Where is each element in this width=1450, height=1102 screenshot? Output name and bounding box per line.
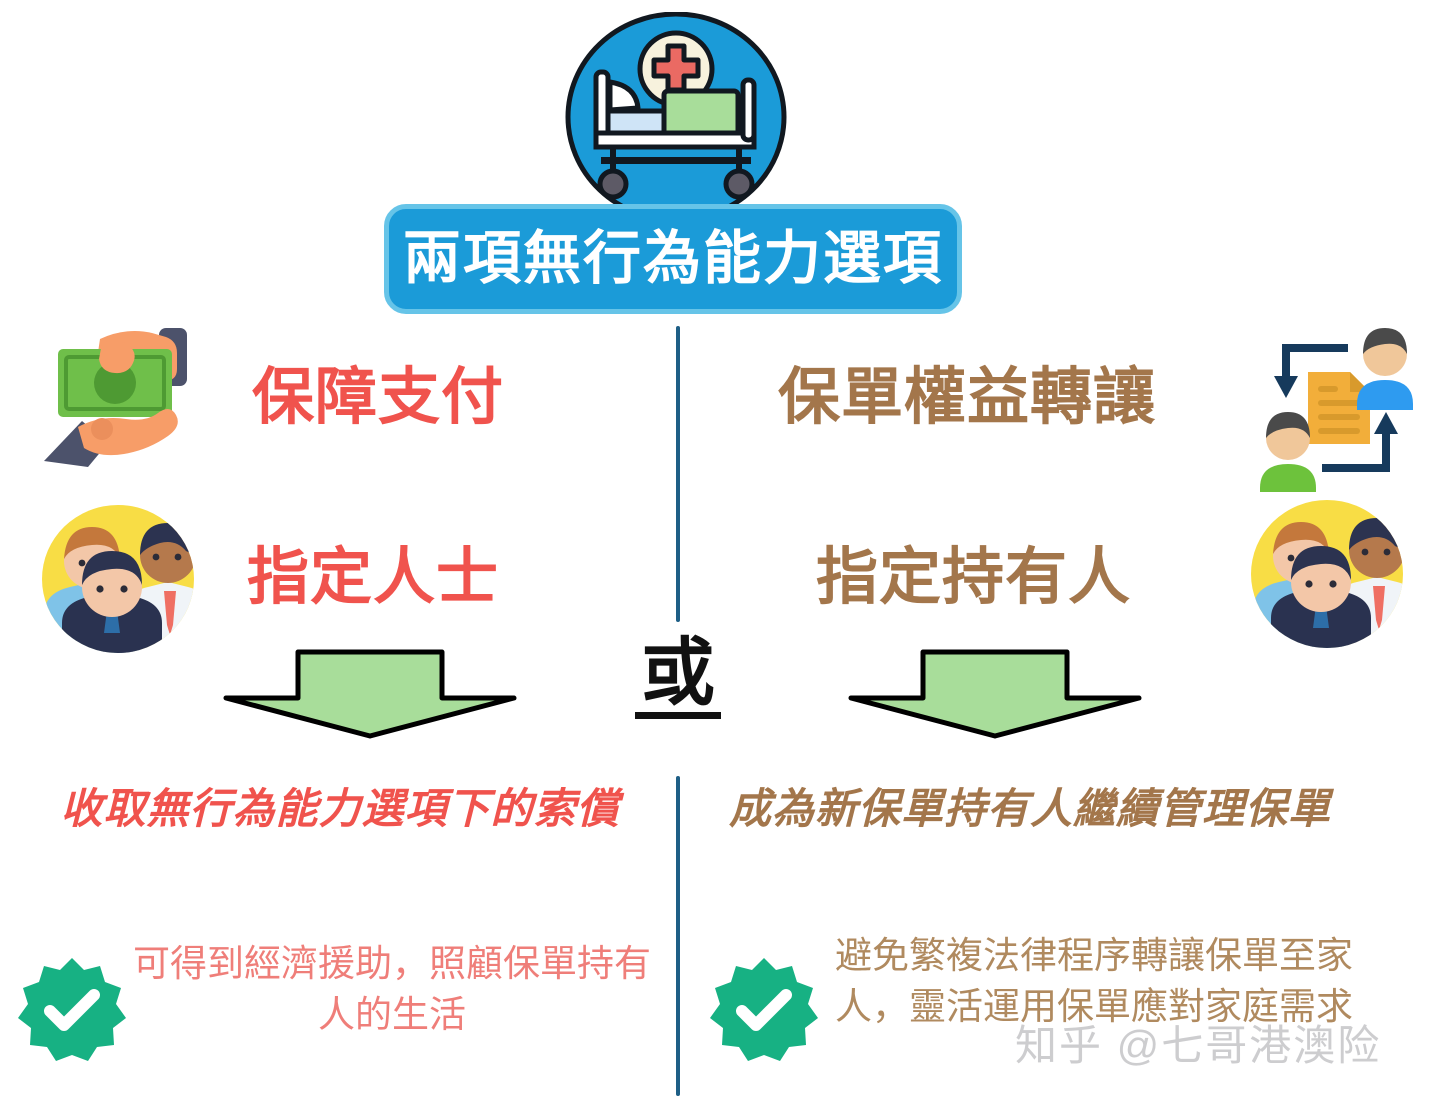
or-label: 或 — [641, 631, 715, 714]
policy-transfer-icon — [1252, 322, 1432, 492]
page-title: 兩項無行為能力選項 — [402, 226, 943, 291]
right-heading-2: 指定持有人 — [816, 543, 1132, 612]
verified-check-seal-icon — [18, 956, 126, 1064]
people-group-icon — [36, 503, 201, 653]
left-heading-1: 保障支付 — [252, 363, 505, 432]
right-row-policy-transfer: 保單權益轉讓 — [778, 318, 1156, 478]
left-row-payout: 保障支付 — [36, 318, 504, 478]
hospital-bed-icon — [565, 11, 787, 223]
right-conclusion-text: 成為新保單持有人繼續管理保單 — [728, 785, 1331, 832]
left-row-designated-person: 指定人士 — [36, 498, 499, 658]
right-heading-1: 保單權益轉讓 — [778, 363, 1157, 432]
left-option-column: 保障支付 — [0, 0, 676, 1102]
verified-check-seal-icon — [710, 956, 818, 1064]
right-option-column: 保單權益轉讓 指定持有人 — [680, 0, 1450, 1102]
left-conclusion-text: 收取無行為能力選項下的索償 — [60, 785, 620, 832]
column-divider-bottom — [676, 776, 680, 1096]
left-heading-2: 指定人士 — [247, 543, 500, 612]
left-benefit-block: 可得到經濟援助，照顧保單持有人的生活 — [18, 938, 658, 1064]
left-benefit-text: 可得到經濟援助，照顧保單持有人的生活 — [133, 943, 651, 1036]
people-group-icon — [1245, 498, 1410, 648]
or-separator: 或 — [628, 631, 728, 720]
watermark: 知乎 @七哥港澳险 — [1015, 1022, 1382, 1069]
arrow-down-icon — [220, 640, 520, 740]
or-underline — [635, 712, 721, 720]
right-benefit-text: 避免繁複法律程序轉讓保單至家人，靈活運用保單應對家庭需求 — [835, 935, 1353, 1028]
right-benefit-block: 避免繁複法律程序轉讓保單至家人，靈活運用保單應對家庭需求 — [710, 930, 1370, 1064]
arrow-down-icon — [845, 640, 1145, 740]
column-divider-top — [676, 326, 680, 622]
right-row-designated-holder: 指定持有人 — [816, 498, 1131, 658]
page-title-banner: 兩項無行為能力選項 — [384, 204, 962, 314]
cash-in-hand-icon — [36, 323, 206, 473]
